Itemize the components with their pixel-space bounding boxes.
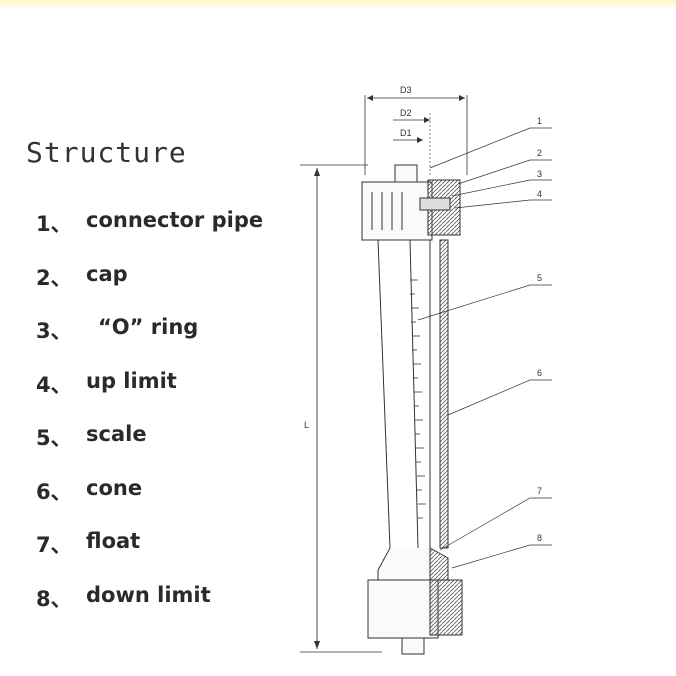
d3-label: D3 [400, 85, 412, 95]
structure-title: Structure [26, 136, 187, 169]
part-item: 3、 “O” ring [36, 315, 263, 369]
part-number: 8、 [36, 586, 72, 611]
part-number: 1、 [36, 212, 72, 236]
part-item: 2、 cap [36, 262, 263, 316]
dimension-length: L [300, 164, 382, 653]
parts-list: 1、 connector pipe 2、 cap 3、 “O” ring 4、 up l… [36, 208, 263, 636]
dimension-d1: D1 [393, 128, 423, 143]
dimension-d3: D3 [364, 85, 468, 175]
part-item: 4、 up limit [36, 369, 263, 423]
part-number: 7、 [36, 533, 72, 557]
part-number: 5、 [36, 426, 72, 450]
callout-2: 2 [537, 148, 542, 158]
d2-label: D2 [400, 108, 412, 118]
part-name: down limit [86, 582, 211, 607]
flowmeter-diagram: D3 D2 D1 L [300, 85, 552, 655]
callout-6: 6 [537, 368, 542, 378]
part-number: 2、 [36, 265, 72, 290]
d1-label: D1 [400, 128, 412, 138]
callout-3: 3 [537, 169, 542, 179]
callout-5: 5 [537, 273, 542, 283]
part-number: 4、 [36, 372, 72, 397]
part-item: 1、 connector pipe [36, 208, 263, 262]
part-name: cone [86, 475, 143, 500]
part-number: 6、 [36, 479, 72, 504]
callout-1: 1 [537, 116, 542, 126]
callout-8: 8 [537, 533, 542, 543]
callout-4: 4 [537, 189, 542, 199]
part-name: connector pipe [86, 208, 264, 232]
part-name: cap [86, 261, 128, 286]
part-item: 7、 float [36, 529, 263, 583]
top-banner-strip [0, 0, 676, 10]
flowmeter-body [361, 164, 463, 655]
part-item: 6、 cone [36, 476, 263, 530]
part-item: 5、 scale [36, 422, 263, 476]
part-name: up limit [86, 368, 177, 393]
scale-ticks [410, 279, 426, 519]
part-name: scale [86, 422, 147, 446]
length-label: L [304, 420, 309, 430]
callout-7: 7 [537, 486, 542, 496]
callout-leaders [417, 127, 552, 569]
part-number: 3、 [36, 319, 72, 343]
part-item: 8、 down limit [36, 583, 263, 637]
dimension-d2: D2 [393, 108, 431, 175]
part-name: “O” ring [98, 315, 199, 339]
part-name: float [86, 529, 141, 553]
